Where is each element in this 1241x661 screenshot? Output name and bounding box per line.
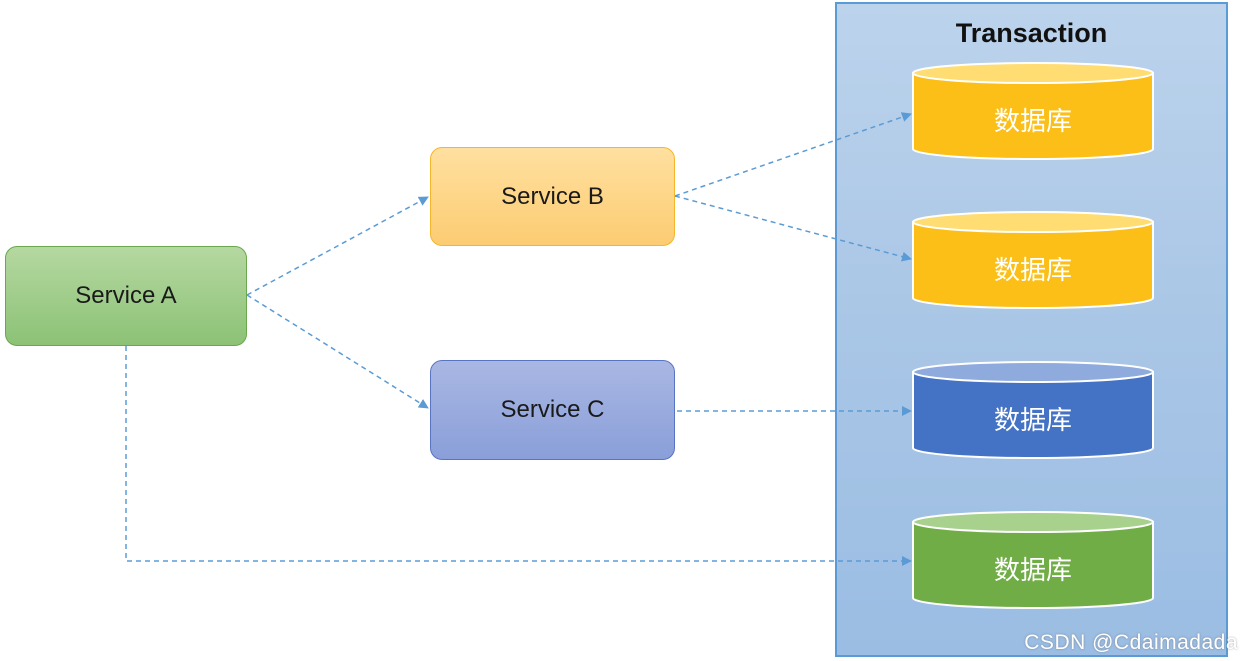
service-c-label: Service C — [500, 396, 605, 423]
service-c-node: Service C — [430, 360, 675, 460]
database-cylinder-2 — [912, 211, 1154, 309]
database-label-4: 数据库 — [993, 556, 1072, 586]
database-label-2: 数据库 — [993, 256, 1072, 286]
service-a-label: Service A — [75, 282, 177, 309]
connector-a-to-db4 — [125, 346, 912, 566]
connector-a-to-b — [246, 196, 429, 296]
service-b-node: Service B — [430, 147, 675, 246]
connector-b-to-db1 — [674, 112, 912, 197]
database-label-3: 数据库 — [993, 406, 1072, 436]
watermark: CSDN @Cdaimadada — [1024, 631, 1238, 654]
database-label-1: 数据库 — [993, 107, 1072, 137]
database-cylinder-4 — [912, 511, 1154, 609]
database-cylinder-1 — [912, 62, 1154, 160]
database-cylinder-3 — [912, 361, 1154, 459]
connector-b-to-db2 — [674, 195, 912, 262]
service-a-node: Service A — [5, 246, 247, 346]
transaction-title: Transaction — [955, 18, 1108, 48]
service-b-label: Service B — [501, 182, 604, 210]
